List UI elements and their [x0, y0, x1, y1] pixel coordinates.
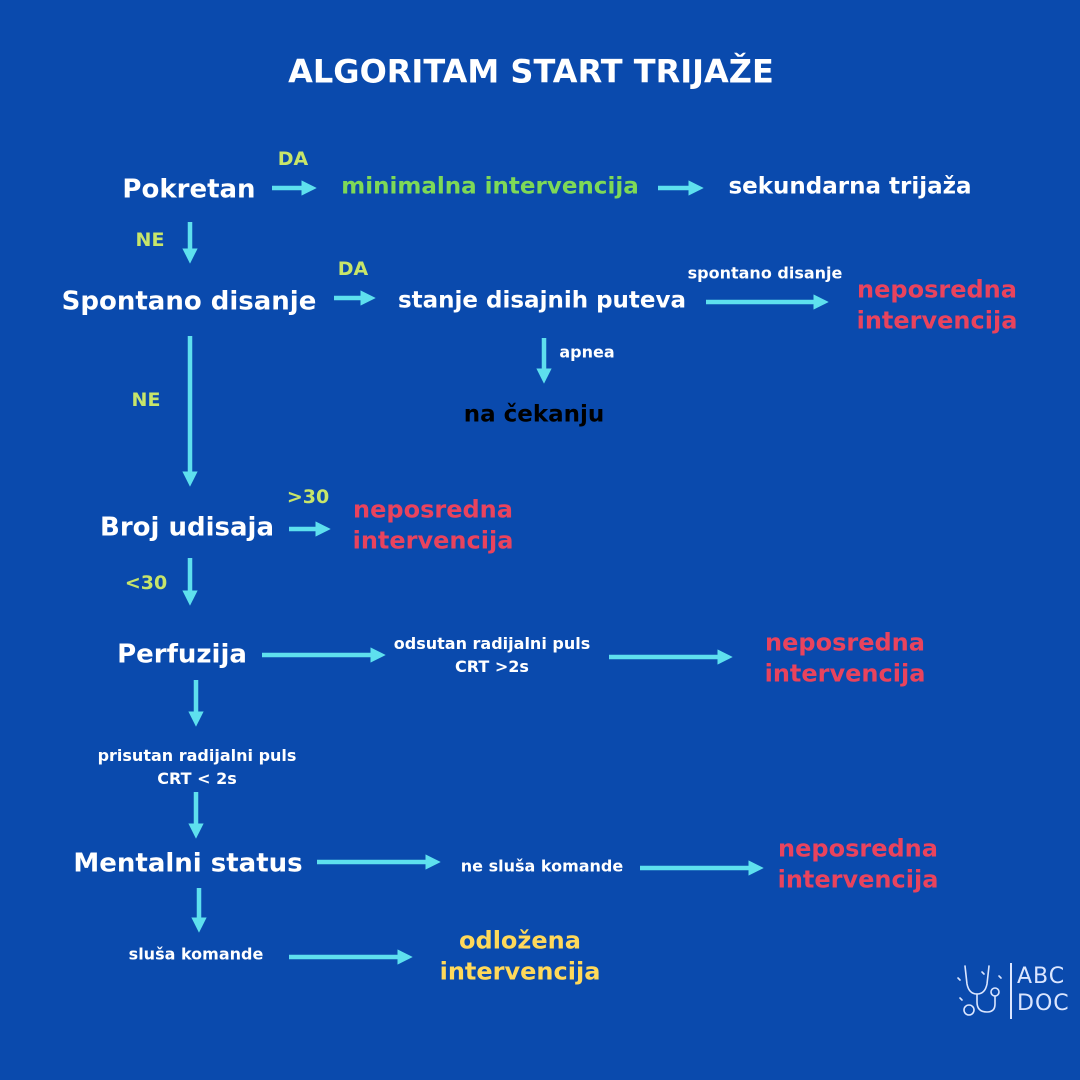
label-lt30: <30: [124, 571, 168, 594]
label-da: DA: [277, 147, 309, 170]
stethoscope-icon: [957, 965, 1002, 1016]
result-sekundarna-trijaza: sekundarna trijaža: [728, 173, 972, 200]
node-spontano-disanje: Spontano disanje: [61, 286, 317, 317]
logo-divider: [1010, 963, 1012, 1019]
node-broj-udisaja: Broj udisaja: [100, 512, 274, 543]
label-da: DA: [337, 257, 369, 280]
node-pokretan: Pokretan: [122, 174, 256, 205]
result-stanje-disajnih-puteva: stanje disajnih puteva: [397, 287, 687, 314]
result-na-cekanju: na čekanju: [463, 401, 605, 428]
label-ne: NE: [135, 228, 165, 251]
label-ne-slusa-komande: ne sluša komande: [460, 856, 624, 876]
logo-text-doc: DOC: [1017, 991, 1070, 1016]
label-spontano-disanje: spontano disanje: [687, 263, 843, 283]
result-minimalna-intervencija: minimalna intervencija: [341, 173, 639, 200]
label-slusa-komande: sluša komande: [128, 944, 264, 964]
label-ne: NE: [131, 388, 161, 411]
label-apnea: apnea: [559, 342, 615, 362]
node-perfuzija: Perfuzija: [117, 639, 247, 670]
logo-text-abc: ABC: [1017, 964, 1066, 989]
page-title: ALGORITAM START TRIJAŽE: [288, 52, 774, 91]
label-gt30: >30: [286, 485, 330, 508]
node-mentalni-status: Mentalni status: [73, 848, 303, 879]
